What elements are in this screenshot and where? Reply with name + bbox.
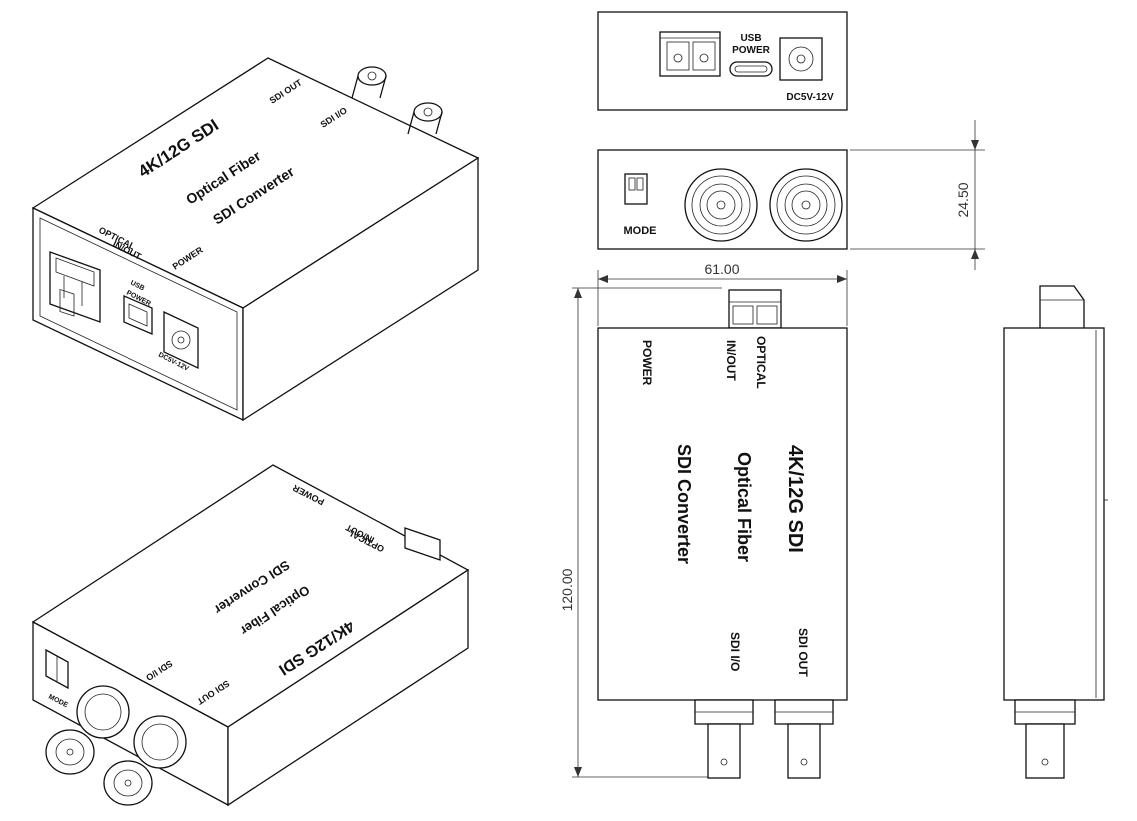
height-dimension-value: 24.50 [955,182,971,217]
top-title-line1: 4K/12G SDI [784,445,806,553]
top-view-optical [728,289,782,329]
front-usb-label-2: POWER [732,45,771,56]
side-view [1003,285,1108,779]
front-dc-label: DC5V-12V [786,92,834,103]
top-title-line3: SDI Converter [674,444,694,564]
length-dimension-value: 120.00 [559,568,575,611]
isometric-view-front: 4K/12G SDI Optical Fiber SDI Converter S… [31,57,480,422]
dc-jack-iso [163,310,199,370]
top-view-bnc-2 [774,699,834,779]
top-optical-label-2: IN/OUT [724,340,738,381]
bnc-back-1 [684,168,758,242]
top-title-line2: Optical Fiber [734,452,754,562]
top-view-bnc-1 [694,699,754,779]
bnc-back-2 [769,168,843,242]
optical-port-front [659,31,721,77]
length-dimension: 120.00 [559,287,722,778]
front-usb-label-1: USB [740,33,761,44]
bnc-connector-iso-4 [103,715,187,806]
mode-switch-back [624,173,648,205]
top-optical-label-1: OPTICAL [754,336,768,389]
usb-c-port-front [729,61,773,77]
bnc-connector-iso-2 [407,102,443,135]
optical-connector-iso [49,251,101,323]
end-view-ports: USB POWER DC5V-12V [597,11,848,111]
height-dimension: 24.50 [850,120,985,270]
top-power-label: POWER [640,340,654,386]
mode-switch-iso [45,648,69,690]
end-view-bnc: MODE 24.50 [597,120,985,270]
top-sdi-out-label: SDI OUT [796,628,810,677]
isometric-view-back: 4K/12G SDI Optical Fiber SDI Converter S… [31,464,470,807]
dc-jack-front [779,37,823,81]
back-mode-label: MODE [624,225,657,237]
width-dimension-value: 61.00 [704,261,739,277]
width-dimension: 61.00 [597,261,848,326]
bnc-connector-iso-3 [45,685,130,775]
top-sdi-io-label: SDI I/O [728,632,742,671]
usb-c-port-iso [123,295,153,335]
top-view: 61.00 120.00 [559,261,848,779]
bnc-connector-iso-1 [351,66,387,99]
